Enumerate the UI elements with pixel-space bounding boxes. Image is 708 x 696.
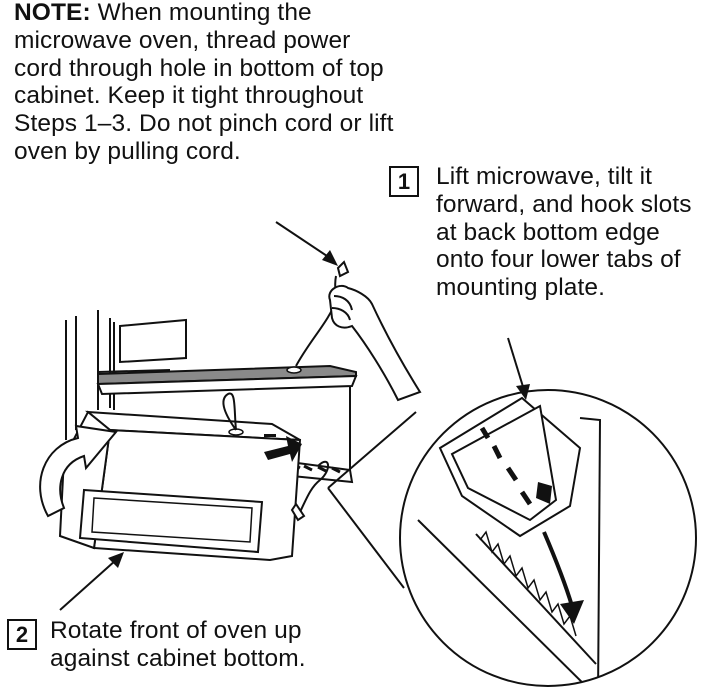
cabinet-bottom — [96, 364, 358, 396]
step-1-text: Lift microwave, tilt it forward, and hoo… — [436, 163, 692, 302]
push-arrow — [264, 436, 302, 462]
step-2-text: Rotate front of oven up against cabinet … — [50, 617, 306, 672]
mounting-plate — [289, 386, 354, 484]
step-number-badge: 1 — [389, 166, 419, 197]
microwave-oven — [58, 392, 302, 562]
note-body: When mounting the microwave oven, thread… — [14, 0, 394, 165]
hand — [328, 284, 422, 402]
oven-pointer-arrow — [59, 552, 124, 611]
rotate-arrow — [39, 424, 118, 518]
zoom-detail — [399, 389, 697, 687]
note-text: NOTE: When mounting the microwave oven, … — [14, 0, 394, 166]
step-number-badge: 2 — [7, 619, 37, 650]
step1-pointer-arrow — [507, 337, 530, 400]
cord-pointer-arrow — [275, 221, 338, 266]
note-label: NOTE: — [14, 0, 91, 26]
side-cord — [290, 460, 329, 522]
zoom-callout-lines — [327, 411, 417, 589]
wall-cabinet — [65, 310, 187, 440]
